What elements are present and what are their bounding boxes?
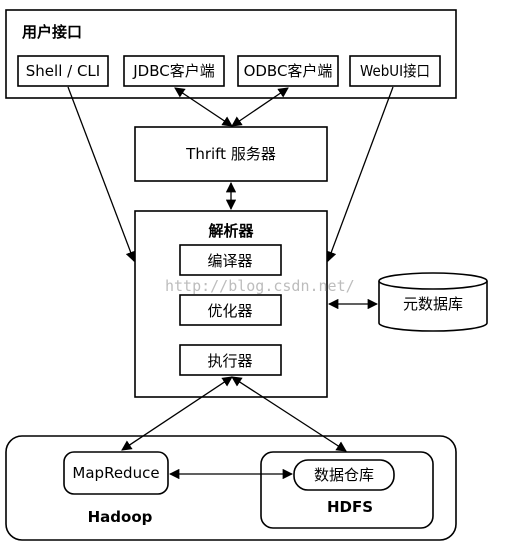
arrow-cli-to-driver — [67, 86, 136, 262]
user-interface-title: 用户接口 — [22, 23, 82, 41]
optimizer-label: 优化器 — [207, 302, 252, 320]
watermark-text: http://blog.csdn.net/ — [165, 277, 355, 295]
odbc-client-label: ODBC客户端 — [244, 62, 333, 80]
metastore-label: 元数据库 — [403, 295, 463, 313]
shell-cli-label: Shell / CLI — [26, 62, 100, 80]
arrow-webui-to-driver — [326, 86, 394, 262]
executor-label: 执行器 — [207, 352, 252, 370]
hadoop-label: Hadoop — [88, 508, 153, 526]
thrift-server-label: Thrift 服务器 — [185, 145, 276, 163]
mapreduce-box — [63, 451, 169, 495]
data-warehouse-label: 数据仓库 — [314, 466, 374, 484]
webui-label: WebUI接口 — [360, 62, 430, 80]
thrift-server-box — [134, 126, 328, 182]
shell-cli-box — [17, 55, 109, 87]
webui-box — [349, 55, 441, 87]
compiler-box — [179, 244, 282, 276]
compiler-label: 编译器 — [207, 252, 252, 270]
arrow-odbc-thrift — [231, 87, 289, 127]
data-warehouse-box — [293, 459, 395, 491]
hdfs-label: HDFS — [327, 498, 373, 516]
driver-title: 解析器 — [208, 222, 254, 240]
odbc-client-box — [237, 55, 339, 87]
arrow-executor-hdfs — [231, 376, 347, 452]
jdbc-client-box — [123, 55, 225, 87]
jdbc-client-label: JDBC客户端 — [132, 62, 214, 80]
executor-box — [179, 344, 282, 376]
optimizer-box — [179, 294, 282, 326]
mapreduce-label: MapReduce — [72, 464, 159, 482]
arrow-jdbc-thrift — [174, 87, 233, 127]
metastore-cylinder — [378, 272, 488, 332]
arrow-executor-mapreduce — [121, 376, 233, 451]
